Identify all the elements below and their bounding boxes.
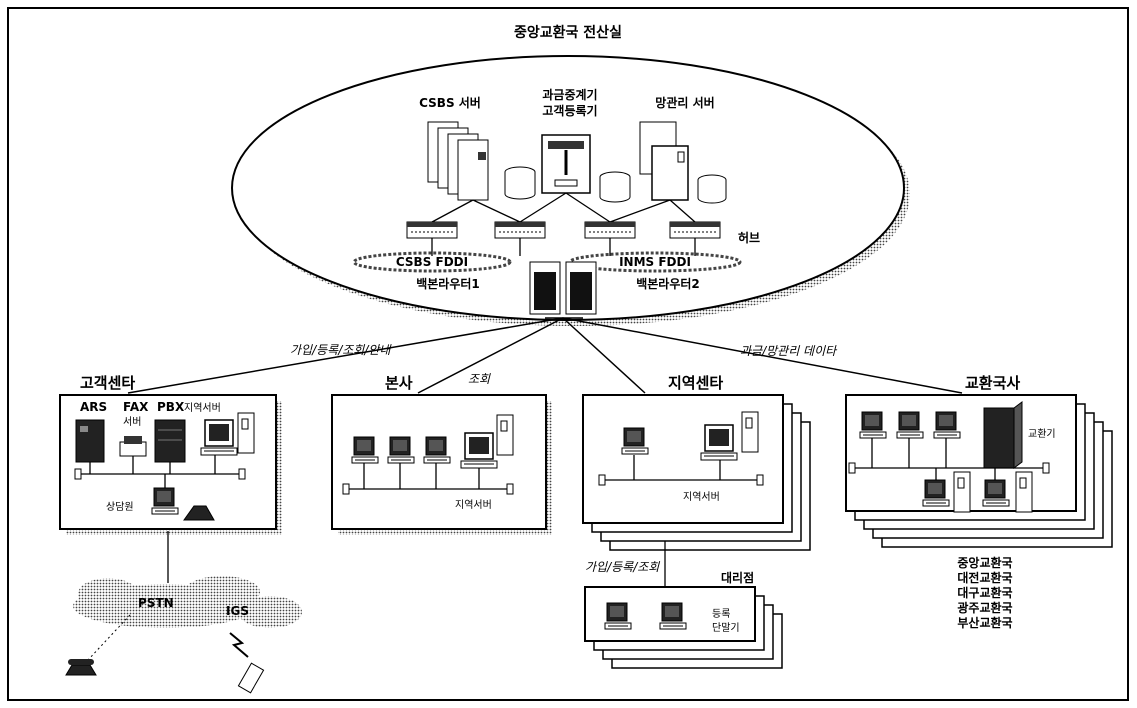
csbs-fddi-label: CSBS FDDI xyxy=(396,255,468,269)
cc-tower-icon xyxy=(237,412,255,454)
customer-center-title: 고객센타 xyxy=(80,374,135,392)
diagram-title: 중앙교환국 전산실 xyxy=(514,24,622,41)
exchange-office-3: 대구교환국 xyxy=(957,585,1012,600)
hq-pc-3-icon xyxy=(423,436,451,464)
hub-icon-1 xyxy=(406,221,458,239)
cc-lan-tap-right xyxy=(238,468,246,480)
customer-registry-label: 고객등록기 xyxy=(542,103,597,118)
hub-icon-4 xyxy=(669,221,721,239)
pbx-icon xyxy=(154,419,186,463)
rc-region-server-icon xyxy=(700,424,738,461)
nms-fddi-label: INMS FDDI xyxy=(619,255,691,269)
agency-title: 대리점 xyxy=(721,570,754,585)
hub-label: 허브 xyxy=(738,230,760,245)
hq-tower-icon xyxy=(496,414,514,456)
pbx-label: PBX xyxy=(157,400,185,414)
exchange-title: 교환국사 xyxy=(965,374,1020,392)
hub-icon-2 xyxy=(494,221,546,239)
telephone-icon xyxy=(65,659,97,676)
switch-icon xyxy=(983,401,1023,469)
ex-lan-tap-right xyxy=(1042,462,1050,474)
billing-disk-icon xyxy=(599,171,631,203)
exchange-office-4: 광주교환국 xyxy=(957,600,1012,615)
switch-label: 교환기 xyxy=(1028,428,1056,440)
csbs-server-label: CSBS 서버 xyxy=(419,95,481,110)
ex-lan-tap-left xyxy=(848,462,856,474)
hq-region-server-icon xyxy=(460,432,498,469)
cc-lan-tap-left xyxy=(74,468,82,480)
ex-terminal-1-icon xyxy=(922,479,950,507)
billing-relay-icon xyxy=(541,134,591,194)
pstn-label: PSTN xyxy=(138,596,174,610)
fax-label: FAX xyxy=(123,400,149,414)
ex-lan xyxy=(852,438,1046,484)
ars-label: ARS xyxy=(80,400,107,414)
rc-lan xyxy=(602,455,760,481)
registration-terminal-label-2: 단말기 xyxy=(712,622,740,634)
ars-icon xyxy=(75,419,105,463)
fax-server-icon xyxy=(119,436,147,457)
backbone-router-2-icon xyxy=(565,261,597,315)
pstn-phone-link xyxy=(87,614,131,661)
agency-link-label: 가입/등록/조회 xyxy=(585,560,660,574)
billing-relay-label: 과금중계기 xyxy=(542,87,597,102)
rc-lan-tap-left xyxy=(598,474,606,486)
exchange-office-1: 중앙교환국 xyxy=(957,555,1012,570)
hq-region-server-label: 지역서버 xyxy=(455,499,492,511)
backbone-router-2-label: 백본라우터2 xyxy=(636,276,700,291)
backbone-router-1-label: 백본라우터1 xyxy=(416,276,480,291)
csbs-disk-icon xyxy=(504,166,536,200)
wan-links xyxy=(127,317,963,394)
ex-pc-2-icon xyxy=(896,411,924,439)
billing-data-link-label: 과금/망관리 데이타 xyxy=(740,344,838,358)
headquarters-title: 본사 xyxy=(385,374,413,392)
hq-lan-tap-right xyxy=(506,483,514,495)
ex-pc-1-icon xyxy=(859,411,887,439)
ex-terminal-2-icon xyxy=(982,479,1010,507)
nms-server-label: 망관리 서버 xyxy=(655,95,714,110)
fax-server-label: 서버 xyxy=(123,416,141,428)
mobile-phone-icon xyxy=(237,662,265,694)
hq-lan-tap-left xyxy=(342,483,350,495)
rc-lan-tap-right xyxy=(756,474,764,486)
exchange-office-2: 대전교환국 xyxy=(957,570,1012,585)
backbone-router-1-icon xyxy=(529,261,561,315)
hq-pc-2-icon xyxy=(387,436,415,464)
inquiry-link-label: 조회 xyxy=(468,372,491,386)
cc-region-server-icon xyxy=(200,419,238,456)
csbs-fddi-ring xyxy=(352,251,512,273)
cc-lan xyxy=(78,455,242,490)
pstn-cloud-icon xyxy=(73,576,302,628)
agency-pc-1-icon xyxy=(604,602,632,630)
core-connections xyxy=(431,192,696,256)
rc-pc-icon xyxy=(621,427,649,455)
agent-phone-icon xyxy=(183,505,215,521)
rc-region-server-label: 지역서버 xyxy=(683,491,720,503)
rc-tower-icon xyxy=(741,411,759,453)
outer-border xyxy=(7,7,1129,701)
igs-label: IGS xyxy=(226,604,249,618)
wireless-link-icon xyxy=(229,632,249,658)
subscription-link-label: 가입/등록/조회/안내 xyxy=(290,343,392,357)
ex-tower-2-icon xyxy=(1015,471,1033,513)
agent-label: 상담원 xyxy=(106,501,134,513)
exchange-office-5: 부산교환국 xyxy=(957,615,1012,630)
agent-pc-icon xyxy=(151,487,179,515)
hq-pc-1-icon xyxy=(351,436,379,464)
ex-pc-3-icon xyxy=(933,411,961,439)
hub-icon-3 xyxy=(584,221,636,239)
registration-terminal-label-1: 등록 xyxy=(712,608,730,620)
hq-lan xyxy=(346,463,510,490)
cc-region-server-label: 지역서버 xyxy=(184,402,221,414)
nms-disk-icon xyxy=(697,174,727,204)
csbs-server-icon xyxy=(427,121,489,201)
agency-pc-2-icon xyxy=(659,602,687,630)
regional-center-title: 지역센타 xyxy=(668,374,723,392)
ex-tower-1-icon xyxy=(953,471,971,513)
